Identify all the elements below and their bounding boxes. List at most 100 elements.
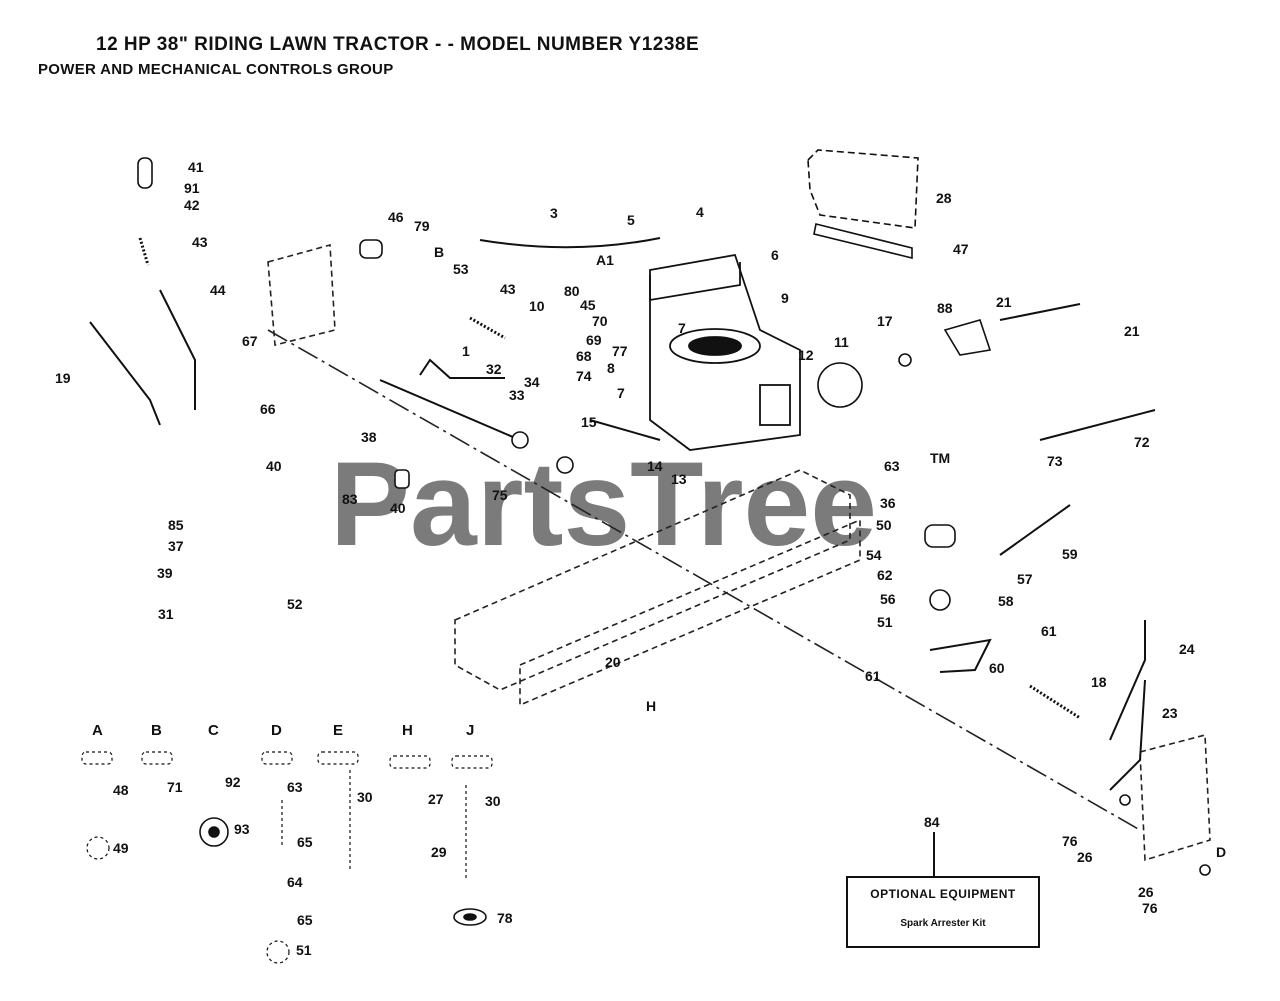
part-callout: 91 (184, 180, 200, 196)
part-callout: 61 (865, 668, 881, 684)
hardware-label: 27 (428, 791, 444, 807)
part-callout: 57 (1017, 571, 1033, 587)
center-axis-line (267, 329, 1141, 831)
engine-assembly (649, 253, 801, 451)
part-callout: 18 (1091, 674, 1107, 690)
part-callout: 17 (877, 313, 893, 329)
part-callout: 42 (184, 197, 200, 213)
part-callout: 36 (880, 495, 896, 511)
part-callout: 68 (576, 348, 592, 364)
part-callout: 13 (671, 471, 687, 487)
hardware-label: 65 (297, 912, 313, 928)
hardware-symbols (81, 751, 493, 964)
hardware-label: 65 (297, 834, 313, 850)
part-callout: 60 (989, 660, 1005, 676)
part-callout: 43 (192, 234, 208, 250)
part-callout: 53 (453, 261, 469, 277)
part-callout: 73 (1047, 453, 1063, 469)
callout-layer: 4191424344196766467953431080457069687477… (55, 159, 1226, 916)
part-callout: 14 (647, 458, 663, 474)
part-callout: 51 (877, 614, 893, 630)
hardware-column-letter: C (208, 722, 219, 739)
part-callout: 19 (55, 370, 71, 386)
part-callout: 20 (605, 654, 621, 670)
part-callout: 38 (361, 429, 377, 445)
tractor-frame (267, 243, 1211, 862)
part-callout: 67 (242, 333, 258, 349)
part-callout: 6 (771, 247, 779, 263)
part-callout: A1 (596, 252, 614, 268)
part-callout: 8 (607, 360, 615, 376)
part-callout: 31 (158, 606, 174, 622)
part-callout: 40 (266, 458, 282, 474)
hardware-column-letter: H (402, 722, 413, 739)
part-callout: 11 (834, 334, 849, 350)
part-callout: 28 (936, 190, 952, 206)
hardware-label: 78 (497, 910, 513, 926)
part-callout: 26 (1138, 884, 1154, 900)
hardware-label: 48 (113, 782, 129, 798)
hardware-label: 29 (431, 844, 447, 860)
part-callout: 79 (414, 218, 430, 234)
part-callout: 34 (524, 374, 540, 390)
part-callout: 63 (884, 458, 900, 474)
part-callout: 1 (462, 343, 470, 359)
hardware-label: 49 (113, 840, 129, 856)
optional-equipment-item: Spark Arrester Kit (900, 918, 986, 929)
part-callout: 72 (1134, 434, 1150, 450)
part-callout: 5 (627, 212, 635, 228)
part-callout: 76 (1142, 900, 1158, 916)
part-callout: 83 (342, 491, 358, 507)
part-callout: 66 (260, 401, 276, 417)
hardware-label: 92 (225, 774, 241, 790)
part-callout: 70 (592, 313, 608, 329)
part-callout: 7 (678, 320, 686, 336)
part-callout: 43 (500, 281, 516, 297)
part-callout: 26 (1077, 849, 1093, 865)
part-callout: 9 (781, 290, 789, 306)
part-callout: 21 (1124, 323, 1140, 339)
part-callout: 85 (168, 517, 184, 533)
hardware-column-letter: J (466, 722, 474, 739)
diagram-subtitle: POWER AND MECHANICAL CONTROLS GROUP (38, 61, 394, 78)
part-callout: 62 (877, 567, 893, 583)
diagram-title: 12 HP 38" RIDING LAWN TRACTOR - - MODEL … (96, 34, 700, 55)
part-callout: 3 (550, 205, 558, 221)
optional-callout: 84 (924, 814, 940, 830)
part-callout: 54 (866, 547, 882, 563)
control-linkages (89, 237, 1156, 791)
optional-equipment-title: OPTIONAL EQUIPMENT (870, 887, 1016, 901)
hardware-column-letter: D (271, 722, 282, 739)
part-callout: 23 (1162, 705, 1178, 721)
watermark-tm: TM (930, 450, 950, 466)
part-callout: 7 (617, 385, 625, 401)
part-callout: 37 (168, 538, 184, 554)
part-callout: 32 (486, 361, 502, 377)
hardware-label: 64 (287, 874, 303, 890)
part-callout: 69 (586, 332, 602, 348)
drive-shaft-47 (813, 223, 913, 260)
springs (138, 237, 1081, 720)
hardware-column-letter: E (333, 722, 343, 739)
part-callout: 10 (529, 298, 545, 314)
watermark-text: PartsTree (330, 437, 877, 571)
part-callout: 77 (612, 343, 628, 359)
part-callout: 58 (998, 593, 1014, 609)
part-callout: D (1216, 844, 1226, 860)
hardware-parts (137, 157, 1211, 876)
part-callout: 4 (696, 204, 704, 220)
part-callout: 47 (953, 241, 969, 257)
part-callout: 52 (287, 596, 303, 612)
part-callout: 24 (1179, 641, 1195, 657)
hardware-label: 30 (485, 793, 501, 809)
part-callout: 75 (492, 487, 508, 503)
part-callout: 88 (937, 300, 953, 316)
part-callout: 21 (996, 294, 1012, 310)
hardware-label: 30 (357, 789, 373, 805)
part-callout: 74 (576, 368, 592, 384)
part-callout: 44 (210, 282, 226, 298)
